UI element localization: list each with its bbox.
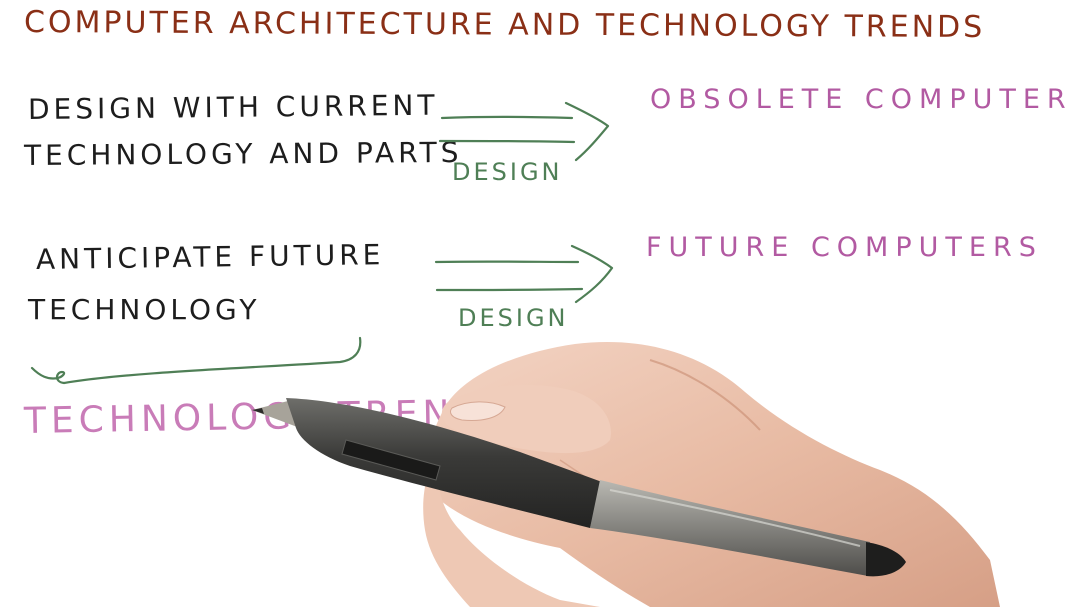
row2-result: FUTURE COMPUTERS — [646, 232, 1043, 263]
row2-arrow-label: DESIGN — [458, 304, 569, 332]
underbrace-icon — [30, 336, 362, 385]
row1-arrow-label: DESIGN — [452, 158, 563, 186]
stylus-icon — [252, 398, 906, 577]
row2-left-line2: TECHNOLOGY — [28, 293, 261, 326]
row2-arrow-icon — [434, 244, 614, 304]
row1-arrow-icon — [438, 101, 610, 162]
row1-result: OBSOLETE COMPUTER — [650, 84, 1073, 115]
